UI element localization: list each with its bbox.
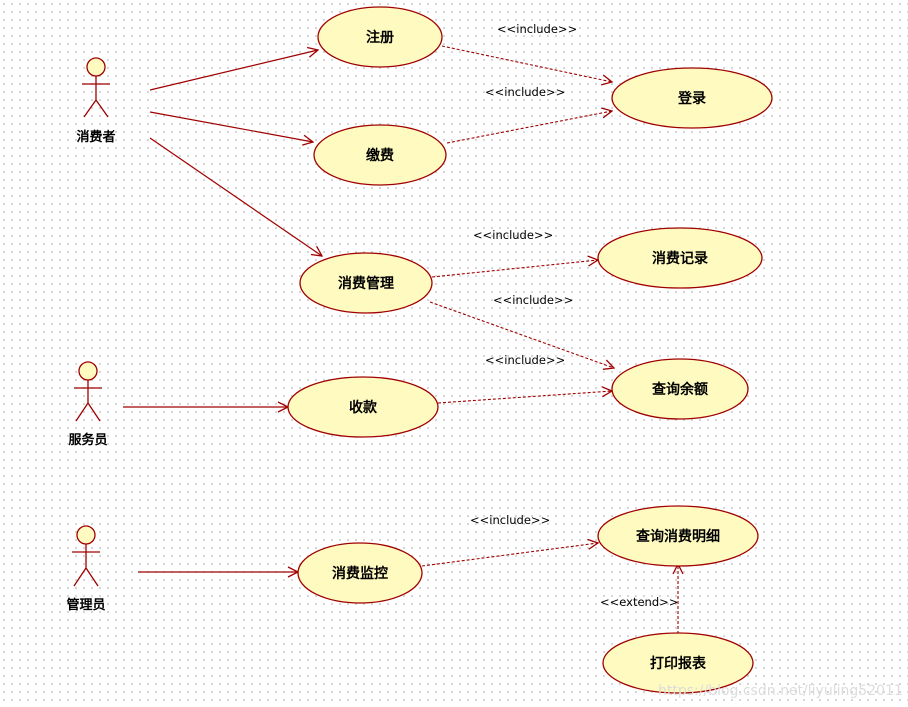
include-monitor-detail <box>421 543 598 567</box>
include-register-login <box>441 45 612 82</box>
assoc-consumer-manage <box>149 137 322 256</box>
include-manage-record <box>431 260 598 278</box>
actor-head <box>86 57 106 77</box>
usecase-label: 注册 <box>366 29 394 46</box>
usecase-label: 缴费 <box>366 147 394 164</box>
stereotype-include: <<include>> <box>497 22 577 36</box>
usecase-login[interactable]: 登录 <box>611 67 773 129</box>
include-collect-balance <box>437 391 612 404</box>
actor-head <box>76 525 96 545</box>
assoc-consumer-pay <box>149 111 313 142</box>
include-manage-balance <box>429 301 614 368</box>
stereotype-include: <<include>> <box>485 353 565 367</box>
watermark: https://blog.csdn.net/liyuling52011 <box>658 683 903 699</box>
stereotype-include: <<include>> <box>473 228 553 242</box>
actor-consumer[interactable]: 消费者 <box>76 57 116 145</box>
actor-label: 服务员 <box>68 432 107 448</box>
usecase-print-report[interactable]: 打印报表 <box>602 632 754 694</box>
usecase-label: 消费监控 <box>332 565 388 582</box>
usecase-query-detail[interactable]: 查询消费明细 <box>597 505 759 567</box>
actor-head <box>78 361 98 381</box>
usecase-register[interactable]: 注册 <box>317 6 443 68</box>
actor-figure-icon <box>82 76 110 118</box>
usecase-label: 登录 <box>677 90 706 107</box>
assoc-consumer-register <box>149 50 318 91</box>
usecase-query-balance[interactable]: 查询余额 <box>611 358 749 420</box>
usecase-consume-monitor[interactable]: 消费监控 <box>297 542 423 604</box>
usecase-label: 查询消费明细 <box>636 528 720 545</box>
actor-label: 管理员 <box>66 597 105 613</box>
usecase-consume-manage[interactable]: 消费管理 <box>299 252 433 314</box>
stereotype-include: <<include>> <box>470 513 550 527</box>
usecase-label: 收款 <box>349 399 378 416</box>
usecase-pay[interactable]: 缴费 <box>313 124 447 186</box>
actor-figure-icon <box>74 380 102 422</box>
actor-admin[interactable]: 管理员 <box>66 525 106 613</box>
usecase-collect[interactable]: 收款 <box>287 376 439 438</box>
usecase-label: 消费管理 <box>338 275 394 292</box>
usecase-label: 消费记录 <box>652 250 708 267</box>
usecase-label: 打印报表 <box>650 655 707 672</box>
stereotype-extend: <<extend>> <box>600 595 678 609</box>
stereotype-include: <<include>> <box>485 85 565 99</box>
actor-label: 消费者 <box>76 129 115 145</box>
usecase-consume-record[interactable]: 消费记录 <box>597 227 763 289</box>
actor-waiter[interactable]: 服务员 <box>68 361 108 448</box>
stereotype-include: <<include>> <box>493 293 573 307</box>
usecase-label: 查询余额 <box>652 381 708 398</box>
actor-figure-icon <box>72 544 100 587</box>
include-pay-login <box>446 111 612 144</box>
